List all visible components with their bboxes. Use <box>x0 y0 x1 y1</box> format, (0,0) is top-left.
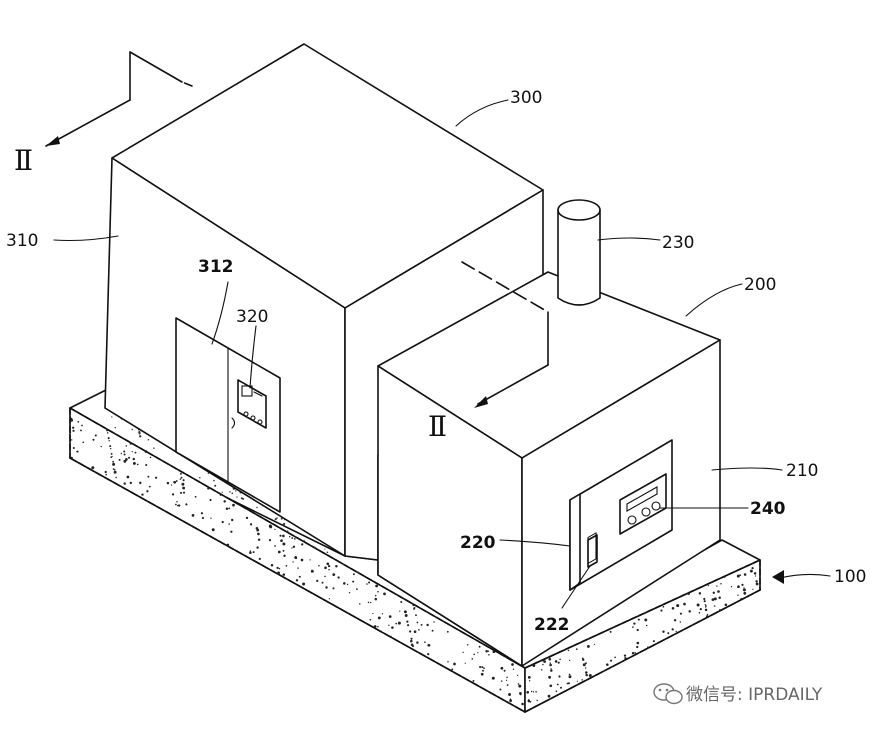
section-marker-lower: Ⅱ <box>428 410 447 443</box>
label-230: 230 <box>662 233 694 253</box>
label-300: 300 <box>510 88 542 108</box>
concrete-texture <box>69 406 759 706</box>
label-222: 222 <box>534 615 570 635</box>
control-panel-320 <box>237 379 267 429</box>
container-300 <box>104 43 544 561</box>
label-312: 312 <box>198 257 234 277</box>
watermark-text: 微信号: IPRDAILY <box>686 685 823 705</box>
watermark: 微信号: IPRDAILY <box>653 683 823 705</box>
label-100: 100 <box>834 567 866 587</box>
chimney-230 <box>557 199 601 306</box>
label-310: 310 <box>6 231 38 251</box>
leader-lines <box>53 99 831 609</box>
label-240: 240 <box>750 499 786 519</box>
section-line-upper <box>45 51 549 408</box>
label-210: 210 <box>786 461 818 481</box>
label-200: 200 <box>744 275 776 295</box>
section-marker-upper: Ⅱ <box>14 144 33 177</box>
housing-200 <box>377 199 721 667</box>
wechat-icon <box>653 683 683 705</box>
label-220: 220 <box>460 533 496 553</box>
label-320: 320 <box>236 307 268 327</box>
